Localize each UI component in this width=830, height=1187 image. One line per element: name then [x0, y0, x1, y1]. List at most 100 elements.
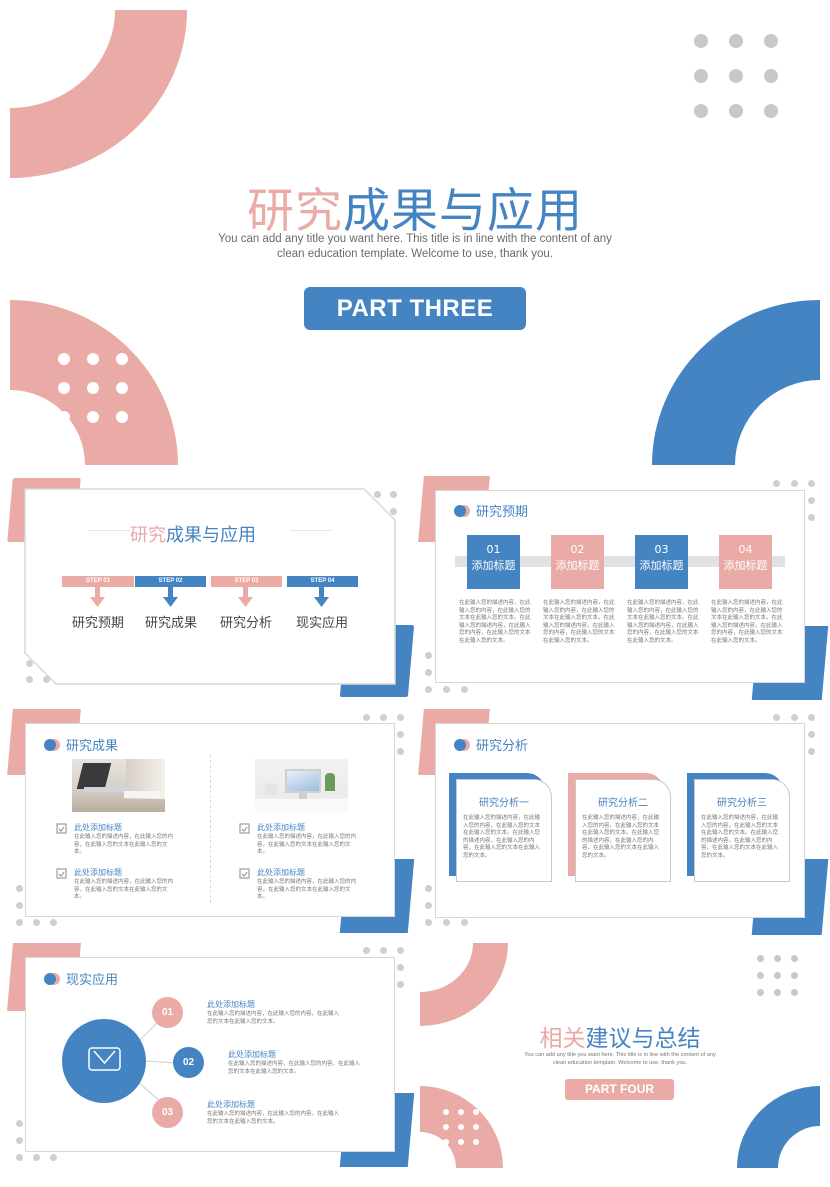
gray-dot — [16, 885, 23, 892]
slide-subtitle: You can add any title you want here. Thi… — [524, 1052, 716, 1066]
checklist-icon — [56, 868, 67, 879]
step-tag-2: STEP 02 — [135, 576, 206, 587]
gray-dot — [390, 491, 397, 498]
gray-dot — [791, 480, 798, 487]
gray-dot — [808, 714, 815, 721]
heading-bullet-icon — [44, 972, 60, 985]
item-title: 此处添加标题 — [257, 868, 305, 877]
laptop-photo — [72, 759, 165, 812]
arrow-down-icon — [90, 587, 105, 607]
gray-dot — [397, 947, 404, 954]
gray-dot — [16, 919, 23, 926]
gray-dot — [443, 919, 450, 926]
item-number-3: 03 — [152, 1097, 183, 1128]
gray-dot — [397, 964, 404, 971]
gray-dot — [425, 669, 432, 676]
cover-title-blue: 成果与应用 — [343, 184, 583, 239]
gray-dot — [425, 902, 432, 909]
gray-dot — [380, 947, 387, 954]
gray-dot — [808, 731, 815, 738]
slide-overview[interactable]: 研究成果与应用 STEP 01 STEP 02 STEP 03 STEP 04 … — [0, 470, 415, 702]
step-label-2: 研究成果 — [144, 616, 197, 631]
gray-dot — [443, 686, 450, 693]
slide-title: 研究成果与应用 — [130, 525, 256, 546]
keyboard — [124, 791, 160, 798]
arrow-down-icon — [314, 587, 329, 607]
slide-practical-application[interactable]: 现实应用 01 02 03 此处添加标题 在此输入您的描述内容，在此输入您的内容… — [0, 935, 415, 1187]
gray-dot — [397, 748, 404, 755]
gray-dot — [33, 1154, 40, 1161]
heading-bullet-icon — [454, 504, 470, 517]
part-four-button[interactable]: PART FOUR — [565, 1079, 674, 1100]
arrow-down-icon — [238, 587, 253, 607]
cover-subtitle-line2: clean education template. Welcome to use… — [277, 248, 553, 260]
item-body: 在此输入您的描述内容，在此输入您的内容，在此输入您的文本在此输入您的文本。 — [207, 1111, 340, 1125]
item-number-1: 01 — [152, 997, 183, 1028]
slide-frame — [24, 488, 396, 685]
desk — [255, 799, 348, 812]
step-label-3: 研究分析 — [219, 616, 272, 631]
gray-dot — [425, 686, 432, 693]
white-dot-grid — [58, 353, 128, 423]
item-body: 在此输入您的描述内容，在此输入您的内容，在此输入您的文本在此输入您的文本。 — [207, 1011, 340, 1025]
section-heading: 研究成果 — [44, 735, 118, 754]
gray-dot — [808, 748, 815, 755]
gray-dot — [363, 947, 370, 954]
gray-dot — [397, 981, 404, 988]
slide-part-four-cover[interactable]: 相关建议与总结 You can add any title you want h… — [415, 935, 830, 1187]
gray-dot — [374, 491, 381, 498]
center-hub — [62, 1019, 146, 1103]
monitor-stand — [299, 793, 307, 799]
gray-dot — [808, 480, 815, 487]
part-three-button[interactable]: PART THREE — [304, 287, 526, 330]
slide-title: 相关建议与总结 — [539, 1026, 701, 1052]
gray-dot — [33, 919, 40, 926]
analysis-card-3[interactable]: 研究分析三 在此输入您的描述内容，在此输入您的内容，在此输入您的文本在此输入您的… — [694, 779, 790, 882]
gray-dot — [425, 885, 432, 892]
checklist-icon — [239, 868, 250, 879]
heading-bullet-icon — [44, 738, 60, 751]
cover-title: 研究成果与应用 — [10, 172, 820, 241]
gray-dot — [380, 714, 387, 721]
gray-dot — [397, 714, 404, 721]
pot — [265, 783, 277, 795]
gray-dot — [791, 714, 798, 721]
cover-subtitle: You can add any title you want here. Thi… — [10, 232, 820, 262]
gray-dot — [26, 660, 33, 667]
gray-dot — [461, 686, 468, 693]
slide-research-analysis[interactable]: 研究分析 研究分析一 在此输入您的描述内容，在此输入您的内容，在此输入您的文本在… — [415, 705, 830, 937]
section-heading: 研究预期 — [454, 501, 528, 520]
item-title: 此处添加标题 — [207, 1000, 255, 1009]
step-desc-1: 在此输入您的描述内容，在此输入您的内容，在此输入您的文本在此输入您的文本。在此输… — [459, 600, 531, 644]
plant — [325, 773, 335, 791]
step-tag-3: STEP 03 — [211, 576, 282, 587]
gray-dot — [363, 714, 370, 721]
monitor — [285, 769, 321, 793]
gray-dot — [390, 508, 397, 515]
step-label-4: 现实应用 — [295, 616, 348, 631]
item-body: 在此输入您的描述内容，在此输入您的内容，在此输入您的文本在此输入您的文本。 — [74, 834, 174, 856]
gray-dot — [773, 714, 780, 721]
gray-dot — [397, 731, 404, 738]
arrow-down-icon — [163, 587, 178, 607]
gray-dot — [50, 1154, 57, 1161]
slide-research-results[interactable]: 研究成果 此处添加标题 在此输入您的描述内容，在此输入您的内容，在此输入您的文本… — [0, 705, 415, 937]
item-body: 在此输入您的描述内容，在此输入您的内容，在此输入您的文本在此输入您的文本。 — [228, 1061, 361, 1075]
item-title: 此处添加标题 — [207, 1100, 255, 1109]
item-title: 此处添加标题 — [257, 823, 305, 832]
item-title: 此处添加标题 — [74, 823, 122, 832]
analysis-card-1[interactable]: 研究分析一 在此输入您的描述内容，在此输入您的内容，在此输入您的文本在此输入您的… — [456, 779, 552, 882]
item-title: 此处添加标题 — [74, 868, 122, 877]
gray-dot — [16, 1154, 23, 1161]
white-dot-grid — [443, 1109, 479, 1145]
step-label-1: 研究预期 — [71, 616, 124, 631]
column-divider — [210, 755, 211, 903]
item-body: 在此输入您的描述内容，在此输入您的内容，在此输入您的文本在此输入您的文本。 — [257, 834, 357, 856]
section-heading: 现实应用 — [44, 969, 118, 988]
analysis-card-2[interactable]: 研究分析二 在此输入您的描述内容，在此输入您的内容，在此输入您的文本在此输入您的… — [575, 779, 671, 882]
